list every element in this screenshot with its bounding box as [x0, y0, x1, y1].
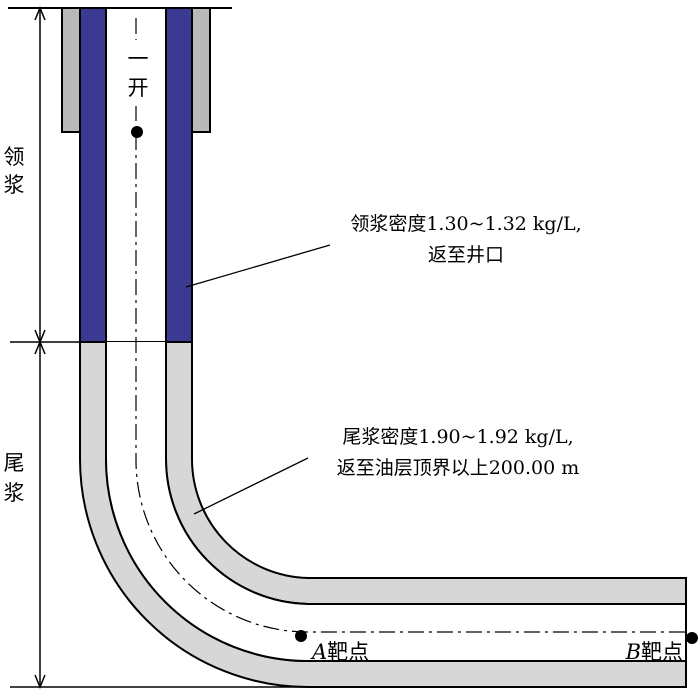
- target-a-suffix: 靶点: [327, 640, 369, 664]
- target-a-letter: A: [310, 640, 327, 664]
- casing-inner-wall: [105, 342, 687, 662]
- lead-note-line1: 领浆密度1.30~1.32 kg/L,: [350, 213, 581, 235]
- target-b-suffix: 靶点: [641, 640, 683, 664]
- tail-note-line1: 尾浆密度1.90~1.92 kg/L,: [342, 426, 573, 448]
- tail-dimension-arrow-top: [34, 340, 46, 355]
- target-a-label: A靶点: [310, 640, 369, 664]
- lead-side-label-bottom: 浆: [4, 173, 25, 197]
- surface-casing-left: [61, 7, 81, 133]
- surface-casing-right: [191, 7, 211, 133]
- target-b-letter: B: [625, 640, 641, 664]
- well-centerline: [135, 18, 686, 633]
- first-spud-point: [131, 126, 143, 138]
- lead-slurry-left: [79, 7, 107, 343]
- tail-side-label-bottom: 浆: [4, 481, 25, 505]
- first-spud-label-top: 一: [128, 47, 149, 71]
- lead-note-line2: 返至井口: [428, 244, 504, 266]
- tail-side-label-top: 尾: [4, 451, 25, 475]
- first-spud-label-bg: [122, 40, 154, 106]
- first-spud-label-bottom: 开: [128, 76, 149, 100]
- lead-note-leader: [185, 244, 331, 288]
- lead-side-label-top: 领: [4, 145, 25, 169]
- tail-note-line2: 返至油层顶界以上200.00 m: [337, 457, 580, 479]
- lead-dimension-arrow-top: [34, 6, 46, 21]
- target-b-label: B靶点: [625, 640, 683, 664]
- target-b-point: [686, 632, 698, 644]
- tail-note-leader: [193, 457, 309, 515]
- target-a-point: [295, 630, 307, 642]
- lead-slurry-right: [165, 7, 193, 343]
